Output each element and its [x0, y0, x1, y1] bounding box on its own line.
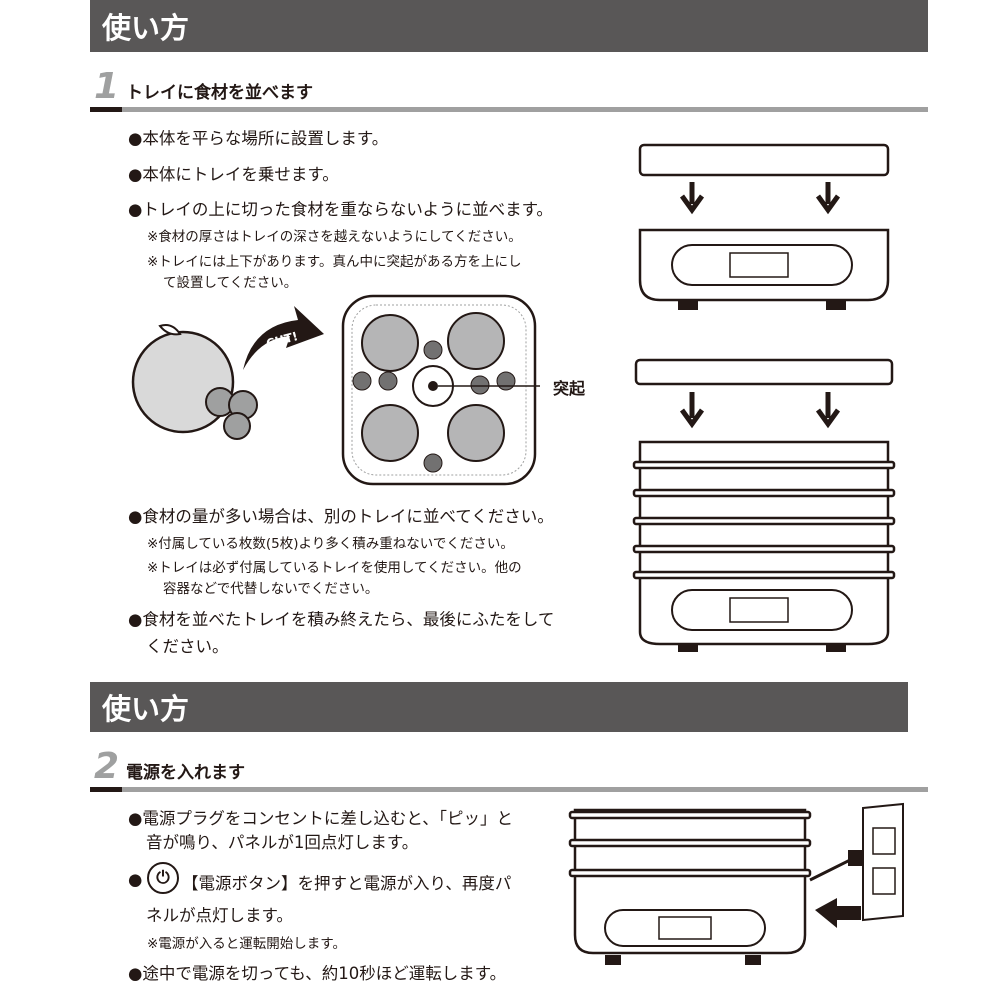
section-header-2: 使い方 — [90, 682, 908, 732]
step-number: 1 — [94, 66, 120, 107]
bullet: ●本体を平らな場所に設置します。 — [128, 129, 389, 148]
note: ※トレイは必ず付属しているトレイを使用してください。他の — [147, 560, 522, 576]
power-plug-illustration — [568, 802, 904, 965]
bullet: ●食材を並べたトレイを積み終えたら、最後にふたをして — [128, 610, 555, 629]
divider — [90, 107, 928, 112]
tray-illustration — [341, 294, 540, 486]
section-header-1: 使い方 — [90, 0, 928, 52]
bullet-continued: ネルが点灯します。 — [146, 906, 293, 925]
bullet: ●食材の量が多い場合は、別のトレイに並べてください。 — [128, 507, 554, 526]
power-icon: ⏻ — [147, 862, 179, 894]
note: ※付属している枚数(5枚)より多く積み重ねないでください。 — [147, 536, 514, 552]
step-1-heading: 1 トレイに食材を並べます — [90, 66, 928, 112]
note: て設置してください。 — [163, 275, 298, 291]
note: ※電源が入ると運転開始します。 — [147, 936, 346, 952]
note: ※食材の厚さはトレイの深さを越えないようにしてください。 — [147, 229, 522, 245]
bullet-marker: ● — [128, 870, 143, 889]
bullet: ●電源プラグをコンセントに差し込むと、「ピッ」と — [128, 809, 513, 828]
fruit-illustration — [131, 324, 258, 440]
step-title: トレイに食材を並べます — [126, 83, 313, 103]
stacked-trays-illustration — [632, 358, 896, 652]
divider — [90, 787, 928, 792]
bullet-continued: 音が鳴り、パネルが1回点灯します。 — [146, 833, 419, 852]
step-2-heading: 2 電源を入れます — [90, 746, 928, 792]
step-title: 電源を入れます — [126, 763, 245, 783]
note: ※トレイには上下があります。真ん中に突起がある方を上にし — [147, 254, 522, 270]
bullet: ●トレイの上に切った食材を重ならないように並べます。 — [128, 200, 553, 219]
step-number: 2 — [94, 746, 120, 787]
note: 容器などで代替しないでください。 — [163, 581, 379, 597]
bullet-continued: ください。 — [146, 637, 229, 656]
cut-arrow-icon — [243, 306, 324, 370]
bullet: ●途中で電源を切っても、約10秒ほど運転します。 — [128, 964, 507, 983]
bullet: ●本体にトレイを乗せます。 — [128, 165, 339, 184]
protrusion-label: 突起 — [553, 379, 586, 398]
bullet: 【電源ボタン】を押すと電源が入り、再度パ — [182, 874, 512, 893]
appliance-with-lid-illustration — [638, 143, 890, 310]
